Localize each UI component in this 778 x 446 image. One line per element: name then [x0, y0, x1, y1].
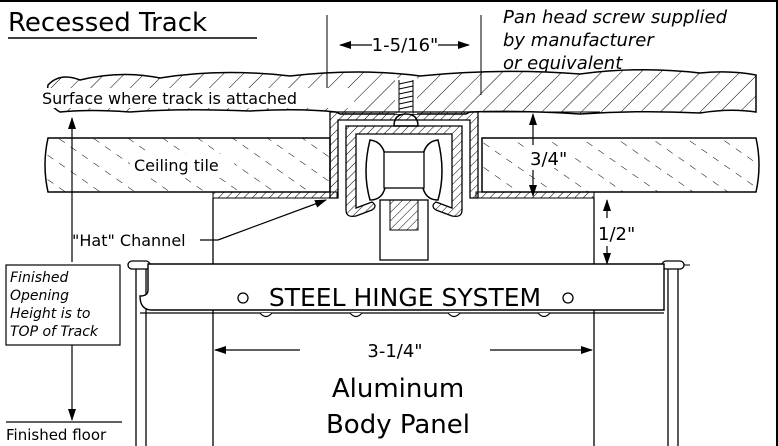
finished-opening-line-4: TOP of Track	[10, 324, 99, 340]
ceiling-tile-label-background	[130, 154, 234, 176]
body-panel-label-line-2: Body Panel	[326, 410, 470, 440]
ceiling-tile-label: Ceiling tile	[134, 156, 219, 175]
finished-opening-line-1: Finished	[10, 270, 68, 286]
hinge-stem-bolt	[389, 199, 419, 231]
tile-thickness-dimension: 3/4"	[530, 149, 567, 170]
body-panel-label-line-1: Aluminum	[332, 374, 464, 404]
hat-channel-flange-right	[475, 191, 595, 199]
hinge-rivet-right	[562, 292, 574, 304]
hat-channel	[329, 111, 479, 199]
roller-left	[365, 139, 387, 201]
surface-label: Surface where track is attached	[42, 89, 297, 108]
diagram-title: Recessed Track	[8, 8, 207, 38]
track-profile	[345, 125, 463, 218]
screw-note-line-3: or equivalent	[503, 53, 623, 74]
hinge-panel-label: STEEL HINGE SYSTEM	[269, 283, 541, 312]
track-width-dimension: 1-5/16"	[372, 35, 439, 56]
finished-opening-line-3: Height is to	[10, 306, 90, 322]
hinge-screw-3	[447, 312, 461, 318]
hat-channel-label: "Hat" Channel	[72, 231, 186, 250]
finished-floor-label: Finished floor	[6, 426, 107, 444]
hinge-screw-4	[537, 312, 551, 318]
roller-right	[421, 139, 443, 201]
tile-thickness-label-background	[528, 146, 574, 168]
hat-channel-leader-arrow	[217, 199, 327, 241]
hinge-knuckle-left	[127, 260, 151, 270]
panel-width-dimension: 3-1/4"	[367, 341, 422, 362]
screw-note-line-2: by manufacturer	[503, 30, 655, 51]
finished-opening-line-2: Opening	[10, 288, 69, 304]
finished-opening-box	[5, 264, 121, 346]
hinge-screw-2	[349, 312, 363, 318]
surface-label-background	[32, 88, 354, 108]
steel-hinge-panel	[139, 263, 665, 311]
ceiling-tile-right	[481, 137, 760, 193]
hinge-knuckle-right	[661, 260, 685, 270]
roller-axle	[383, 151, 425, 189]
screw-mask	[395, 78, 417, 114]
drop-dimension: 1/2"	[598, 224, 635, 245]
screw-thread	[398, 80, 414, 112]
hinge-screw-1	[259, 312, 273, 318]
hinge-rivet-left	[237, 292, 249, 304]
hat-channel-flange-left	[212, 191, 338, 199]
screw-note-line-1: Pan head screw supplied	[503, 7, 728, 28]
